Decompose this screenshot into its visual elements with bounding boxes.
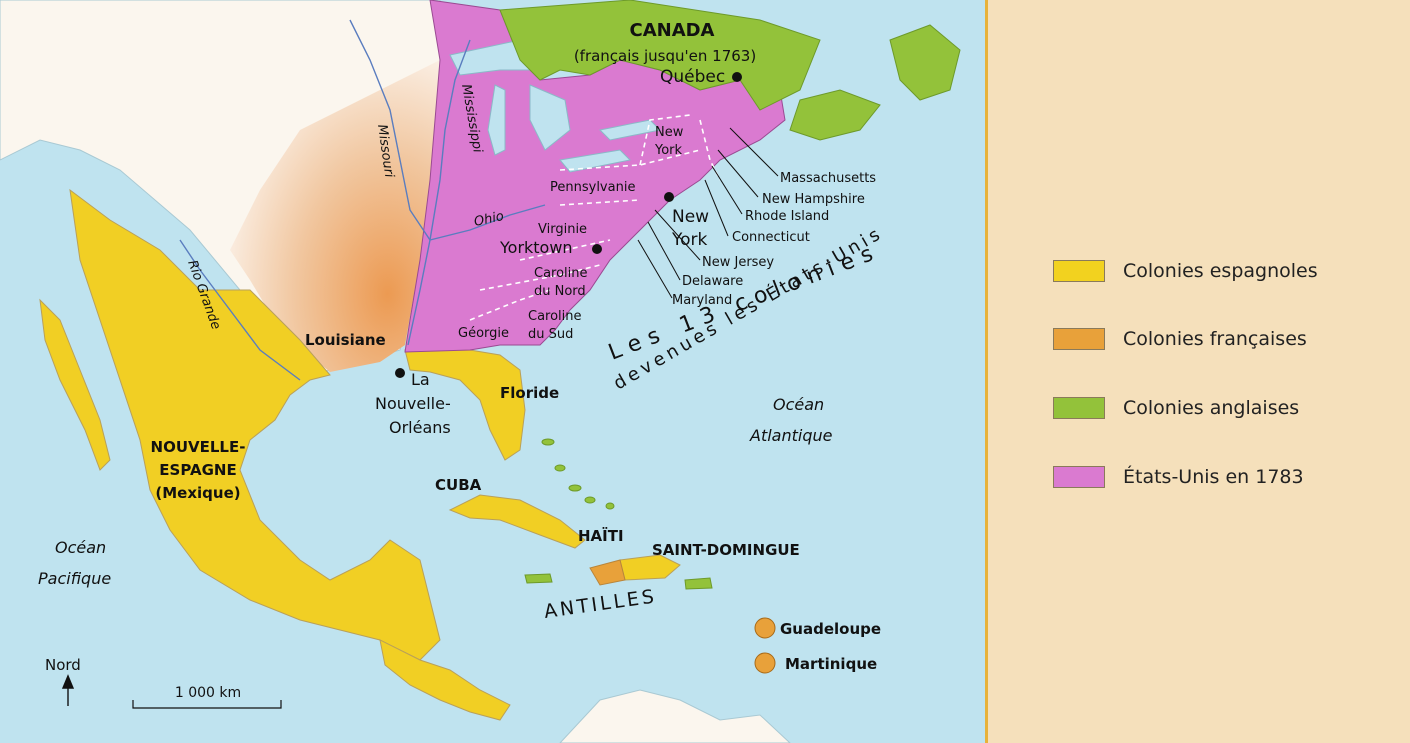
label-la: La xyxy=(411,370,430,389)
bahamas-islands xyxy=(541,438,615,510)
label-ocean-pacifique-2: Pacifique xyxy=(38,569,111,588)
label-haiti: HAÏTI xyxy=(578,526,624,545)
guadeloupe-marker xyxy=(754,617,776,639)
label-ocean-atlantique-2: Atlantique xyxy=(749,426,833,445)
legend-swatch xyxy=(1053,466,1105,488)
label-floride: Floride xyxy=(500,384,559,402)
label-massachusetts: Massachusetts xyxy=(780,171,876,186)
region-nova-scotia xyxy=(789,89,881,141)
legend-label: États-Unis en 1783 xyxy=(1123,466,1304,488)
label-new-york-state-1: New xyxy=(655,125,684,140)
label-new-york-city-2: York xyxy=(671,230,708,250)
label-delaware: Delaware xyxy=(682,274,743,289)
legend-item-usa: États-Unis en 1783 xyxy=(1053,462,1304,492)
river-rio-grande xyxy=(179,239,301,381)
label-new-jersey: New Jersey xyxy=(702,255,774,270)
label-scale: 1 000 km xyxy=(175,685,241,701)
label-nouvelle-espagne-2: ESPAGNE xyxy=(159,461,236,479)
region-louisiane xyxy=(230,60,440,372)
island-cuba xyxy=(448,494,586,549)
label-nouvelle: Nouvelle- xyxy=(375,394,451,413)
legend-label: Colonies espagnoles xyxy=(1123,260,1318,282)
island-jamaica xyxy=(524,573,553,584)
label-quebec: Québec xyxy=(660,67,725,87)
legend-swatch xyxy=(1053,328,1105,350)
north-arrow xyxy=(61,674,75,706)
legend-item-english: Colonies anglaises xyxy=(1053,393,1299,423)
label-caroline-sud-2: du Sud xyxy=(528,327,573,342)
island-haiti xyxy=(589,559,626,586)
label-ohio: Ohio xyxy=(473,209,506,230)
label-ocean-pacifique-1: Océan xyxy=(55,538,106,557)
island-puerto-rico xyxy=(684,577,713,590)
legend-swatch xyxy=(1053,260,1105,282)
region-central-america xyxy=(379,639,511,721)
legend-panel: Colonies espagnoles Colonies françaises … xyxy=(985,0,1410,743)
land-south-america xyxy=(559,689,791,743)
label-maryland: Maryland xyxy=(672,293,732,308)
label-canada: CANADA xyxy=(629,20,714,41)
river-missouri xyxy=(349,19,431,241)
region-nouvelle-espagne xyxy=(69,188,441,661)
label-guadeloupe: Guadeloupe xyxy=(780,620,881,638)
leader-lines xyxy=(637,127,779,299)
label-pennsylvanie: Pennsylvanie xyxy=(550,180,635,195)
legend-label: Colonies françaises xyxy=(1123,328,1307,350)
city-dot-nouvelle-orleans xyxy=(395,368,405,378)
label-rhode-island: Rhode Island xyxy=(745,209,829,224)
martinique-marker xyxy=(754,652,776,674)
label-nouvelle-espagne-3: (Mexique) xyxy=(155,484,240,502)
label-missouri: Missouri xyxy=(374,123,396,178)
label-saint-domingue: SAINT-DOMINGUE xyxy=(652,541,800,559)
label-georgie: Géorgie xyxy=(458,326,509,341)
city-dot-yorktown xyxy=(592,244,602,254)
city-dot-new-york xyxy=(664,192,674,202)
river-ohio xyxy=(429,204,546,241)
legend-item-french: Colonies françaises xyxy=(1053,324,1307,354)
label-new-york-state-2: York xyxy=(654,143,683,158)
label-new-hampshire: New Hampshire xyxy=(762,192,865,207)
region-baja xyxy=(39,298,111,471)
region-newfoundland xyxy=(889,24,961,101)
legend-swatch xyxy=(1053,397,1105,419)
river-mississippi xyxy=(407,39,471,346)
label-new-york-city-1: New xyxy=(672,207,709,227)
label-canada-note: (français jusqu'en 1763) xyxy=(574,47,756,65)
colony-borders xyxy=(469,114,721,321)
label-caroline-nord-1: Caroline xyxy=(534,266,588,281)
city-dot-quebec xyxy=(732,72,742,82)
label-orleans: Orléans xyxy=(389,418,451,437)
label-nouvelle-espagne-1: NOUVELLE- xyxy=(151,438,246,456)
label-cuba: CUBA xyxy=(435,476,482,494)
label-north: Nord xyxy=(45,656,81,674)
label-caroline-sud-1: Caroline xyxy=(528,309,582,324)
region-canada xyxy=(499,0,821,111)
region-floride xyxy=(404,349,526,461)
legend-item-spanish: Colonies espagnoles xyxy=(1053,256,1318,286)
label-ocean-atlantique-1: Océan xyxy=(773,395,824,414)
legend-label: Colonies anglaises xyxy=(1123,397,1300,419)
label-caroline-nord-2: du Nord xyxy=(534,284,586,299)
label-virginie: Virginie xyxy=(538,222,587,237)
rivers xyxy=(179,19,546,381)
city-dots xyxy=(395,72,742,378)
label-martinique: Martinique xyxy=(785,655,877,673)
label-louisiane: Louisiane xyxy=(305,331,386,349)
label-connecticut: Connecticut xyxy=(732,230,810,245)
historical-map: CANADA (français jusqu'en 1763) Québec L… xyxy=(0,0,985,743)
scale-bar xyxy=(132,700,282,709)
label-yorktown: Yorktown xyxy=(499,238,573,257)
